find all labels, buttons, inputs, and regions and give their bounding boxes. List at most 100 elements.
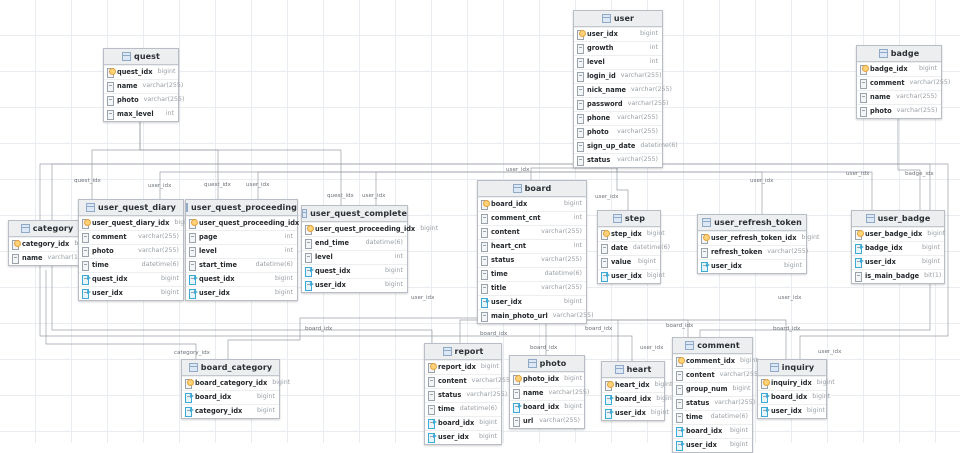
table-header-badge[interactable]: badge — [857, 46, 941, 62]
table-header-comment[interactable]: comment — [673, 338, 752, 354]
table-header-user_badge[interactable]: user_badge — [852, 211, 944, 227]
table-header-board[interactable]: board — [478, 181, 586, 197]
table-header-inquiry[interactable]: inquiry — [758, 360, 826, 376]
table-header-user[interactable]: user — [574, 11, 662, 27]
table-header-heart[interactable]: heart — [602, 362, 664, 378]
table-header-board_category[interactable]: board_category — [182, 360, 279, 376]
table-header-user_quest_proceeding[interactable]: user_quest_proceeding — [186, 200, 297, 216]
table-header-category[interactable]: category — [9, 221, 85, 237]
table-header-step[interactable]: step — [598, 211, 660, 227]
table-header-user_quest_complete[interactable]: user_quest_complete — [302, 206, 407, 222]
table-header-user_refresh_token[interactable]: user_refresh_token — [698, 215, 806, 231]
table-header-photo[interactable]: photo — [510, 356, 584, 372]
table-category[interactable]: categorycategory_idxbigintnamevarchar(10… — [8, 220, 92, 266]
table-header-quest[interactable]: quest — [104, 49, 178, 65]
table-header-user_quest_diary[interactable]: user_quest_diary — [79, 200, 183, 216]
